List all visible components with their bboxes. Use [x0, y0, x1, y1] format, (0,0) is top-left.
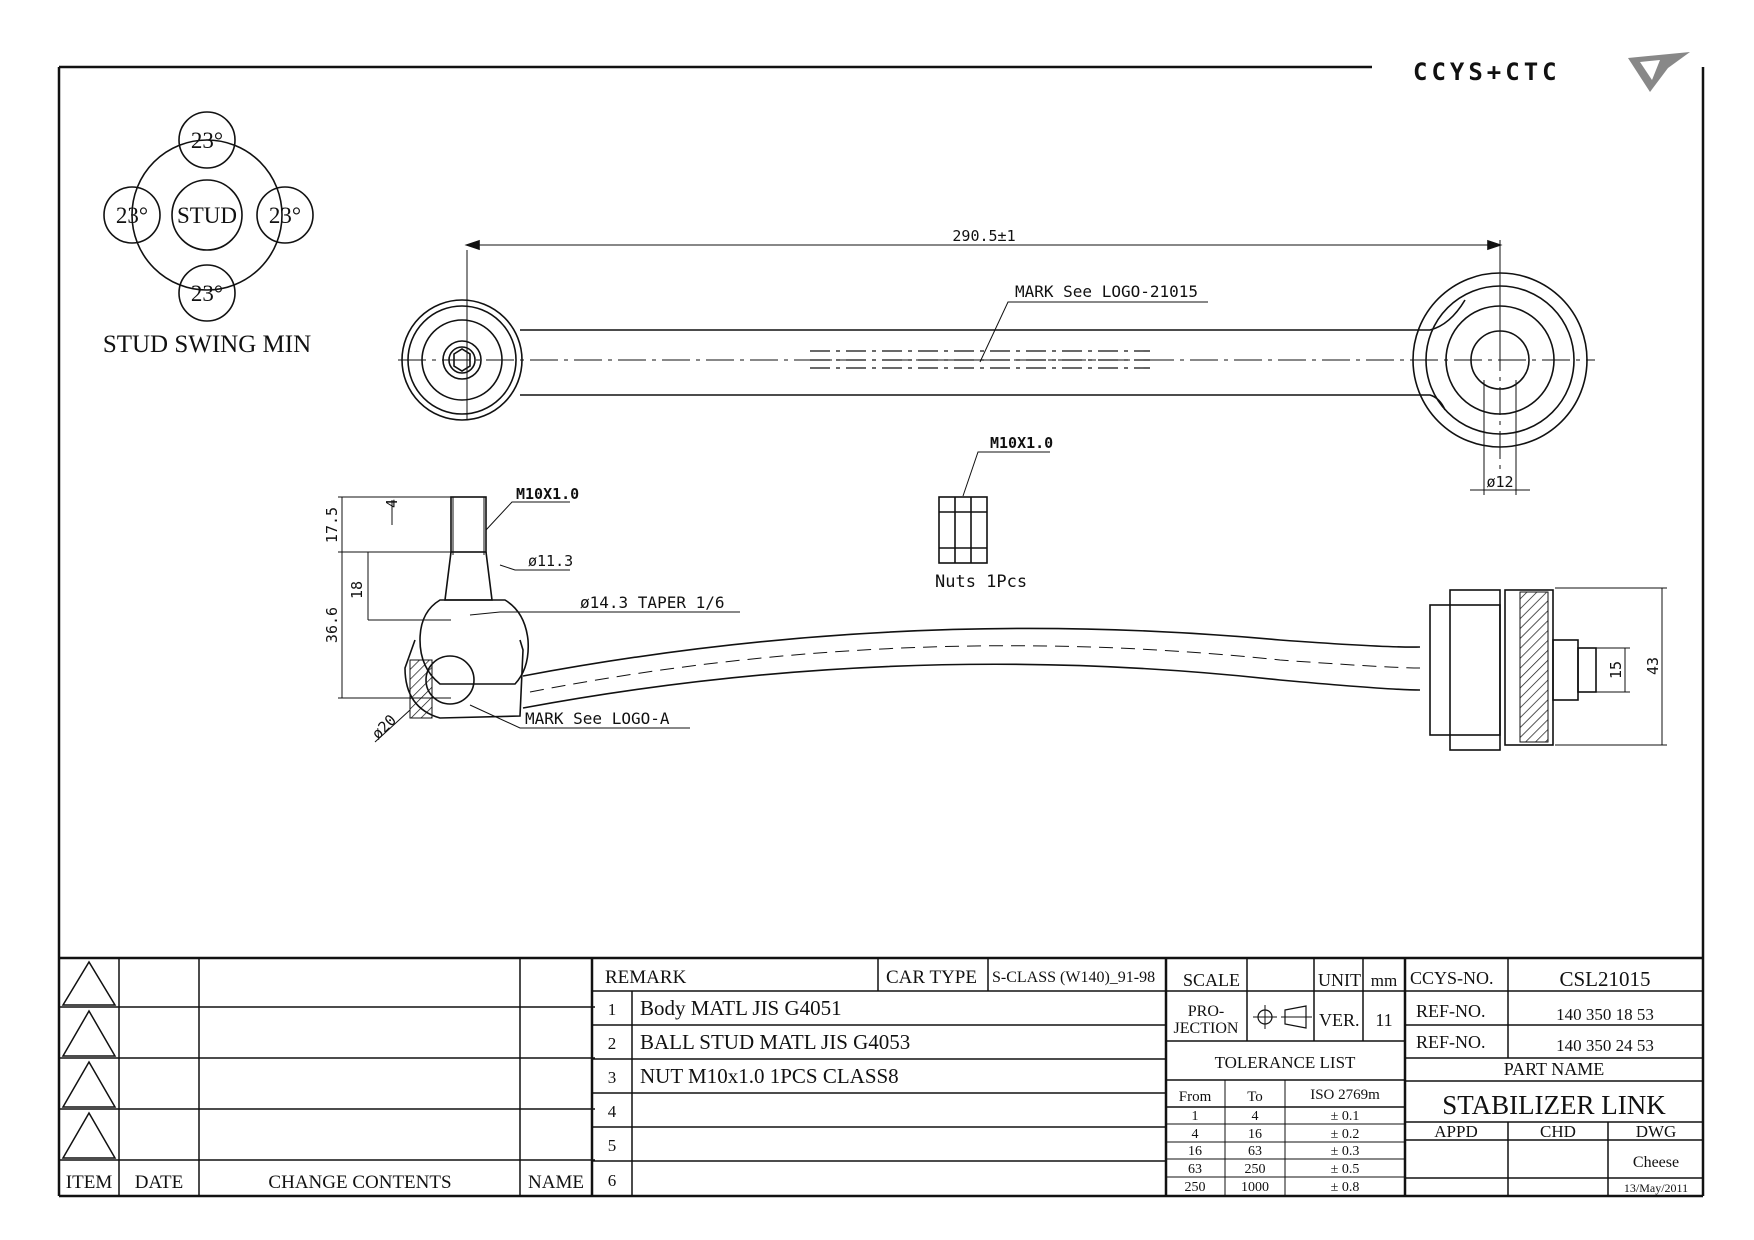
dim-15: 15 [1607, 661, 1625, 679]
remark-text: BALL STUD MATL JIS G4053 [640, 1030, 910, 1054]
tolerance-rows: 1 4 ± 0.1 4 16 ± 0.2 16 63 ± 0.3 63 250 … [1185, 1109, 1360, 1195]
ball-diameter-label: ø20 [368, 711, 400, 743]
remark-no: 2 [608, 1034, 617, 1053]
nut-thread-label: M10X1.0 [990, 434, 1053, 452]
rev-header-item: ITEM [66, 1172, 113, 1193]
logo-text: CCYS+CTC [1413, 58, 1561, 86]
stud-thread-label: M10X1.0 [516, 485, 579, 503]
company-logo: CCYS+CTC [1413, 52, 1690, 92]
remark-no: 6 [608, 1171, 617, 1190]
part-name-label: PART NAME [1504, 1059, 1604, 1079]
swing-angle-right: 23° [269, 203, 301, 228]
swing-angle-top: 23° [191, 128, 223, 153]
version-label: VER. [1319, 1010, 1360, 1030]
tolerance-from: 4 [1192, 1127, 1199, 1142]
drawn-by: Cheese [1633, 1154, 1679, 1171]
car-type-label: CAR TYPE [886, 967, 977, 988]
tolerance-from: 63 [1188, 1162, 1202, 1177]
tolerance-value: ± 0.2 [1331, 1127, 1360, 1142]
ccys-no-value: CSL21015 [1559, 967, 1650, 991]
side-mark-note: MARK See LOGO-A [525, 709, 670, 728]
tolerance-title: TOLERANCE LIST [1215, 1053, 1356, 1072]
side-view: M10X1.0 ø11.3 ø14.3 TAPER 1/6 MARK See L… [323, 485, 1667, 751]
part-name-value: STABILIZER LINK [1442, 1090, 1666, 1120]
remark-text: NUT M10x1.0 1PCS CLASS8 [640, 1064, 899, 1088]
tolerance-value: ± 0.8 [1331, 1180, 1360, 1195]
top-view: 290.5±1 MARK See LOGO-21015 ø12 [398, 227, 1595, 495]
tolerance-header-to: To [1247, 1089, 1263, 1105]
stud-swing-diagram: STUD 23° 23° 23° 23° STUD SWING MIN [103, 111, 314, 358]
title-block [59, 958, 1703, 1196]
tolerance-value: ± 0.5 [1331, 1162, 1360, 1177]
car-type-value: S-CLASS (W140)_91-98 [992, 969, 1155, 986]
rev-header-date: DATE [135, 1172, 184, 1193]
tolerance-to: 63 [1248, 1144, 1262, 1159]
remark-no: 3 [608, 1068, 617, 1087]
tolerance-value: ± 0.1 [1331, 1109, 1360, 1124]
scale-label: SCALE [1183, 970, 1240, 990]
top-mark-note: MARK See LOGO-21015 [1015, 282, 1198, 301]
taper-note: ø14.3 TAPER 1/6 [580, 593, 725, 612]
tolerance-to: 250 [1245, 1162, 1266, 1177]
tolerance-from: 1 [1192, 1109, 1199, 1124]
dim-43: 43 [1644, 657, 1662, 675]
stud-label: STUD [177, 203, 237, 228]
ccys-no-label: CCYS-NO. [1410, 968, 1494, 988]
ref-no-label: REF-NO. [1416, 1032, 1486, 1052]
tolerance-header-from: From [1179, 1089, 1212, 1105]
stud-swing-caption: STUD SWING MIN [103, 331, 311, 358]
remark-text: Body MATL JIS G4051 [640, 996, 842, 1020]
version-value: 11 [1375, 1010, 1392, 1030]
chd-label: CHD [1540, 1122, 1576, 1141]
remark-no: 5 [608, 1136, 617, 1155]
dim-36-6: 36.6 [323, 607, 341, 643]
projection-label: JECTION [1174, 1020, 1239, 1037]
tolerance-to: 1000 [1241, 1180, 1269, 1195]
nut-caption: Nuts 1Pcs [935, 572, 1027, 592]
tolerance-header-iso: ISO 2769m [1310, 1087, 1380, 1103]
ref-no-value: 140 350 18 53 [1556, 1005, 1654, 1024]
dim-4: 4 [383, 499, 401, 508]
length-dimension: 290.5±1 [952, 227, 1015, 245]
tolerance-to: 4 [1252, 1109, 1259, 1124]
bore-dimension: ø12 [1486, 473, 1513, 491]
dim-17-5: 17.5 [323, 507, 341, 543]
ref-no-value: 140 350 24 53 [1556, 1036, 1654, 1055]
tolerance-value: ± 0.3 [1331, 1144, 1360, 1159]
rev-header-name: NAME [528, 1172, 584, 1193]
projection-label: PRO- [1188, 1003, 1224, 1020]
appd-label: APPD [1434, 1122, 1477, 1141]
remark-rows: 1 Body MATL JIS G4051 2 BALL STUD MATL J… [608, 996, 911, 1190]
drawing-date: 13/May/2011 [1624, 1181, 1688, 1195]
unit-label: UNIT [1318, 970, 1361, 990]
tolerance-from: 16 [1188, 1144, 1202, 1159]
remark-no: 4 [608, 1102, 617, 1121]
logo-mark-icon [1628, 52, 1690, 92]
dwg-label: DWG [1636, 1122, 1677, 1141]
nut-view: M10X1.0 Nuts 1Pcs [935, 434, 1053, 592]
drawing-border [57, 65, 1705, 1198]
swing-angle-left: 23° [116, 203, 148, 228]
swing-angle-bottom: 23° [191, 281, 223, 306]
stud-diameter-label: ø11.3 [528, 552, 573, 570]
remark-no: 1 [608, 1000, 617, 1019]
remark-header: REMARK [605, 967, 687, 988]
rev-header-contents: CHANGE CONTENTS [268, 1172, 451, 1193]
ref-no-label: REF-NO. [1416, 1001, 1486, 1021]
dim-18: 18 [348, 581, 366, 599]
tolerance-from: 250 [1185, 1180, 1206, 1195]
tolerance-to: 16 [1248, 1127, 1262, 1142]
unit-value: mm [1371, 971, 1397, 990]
